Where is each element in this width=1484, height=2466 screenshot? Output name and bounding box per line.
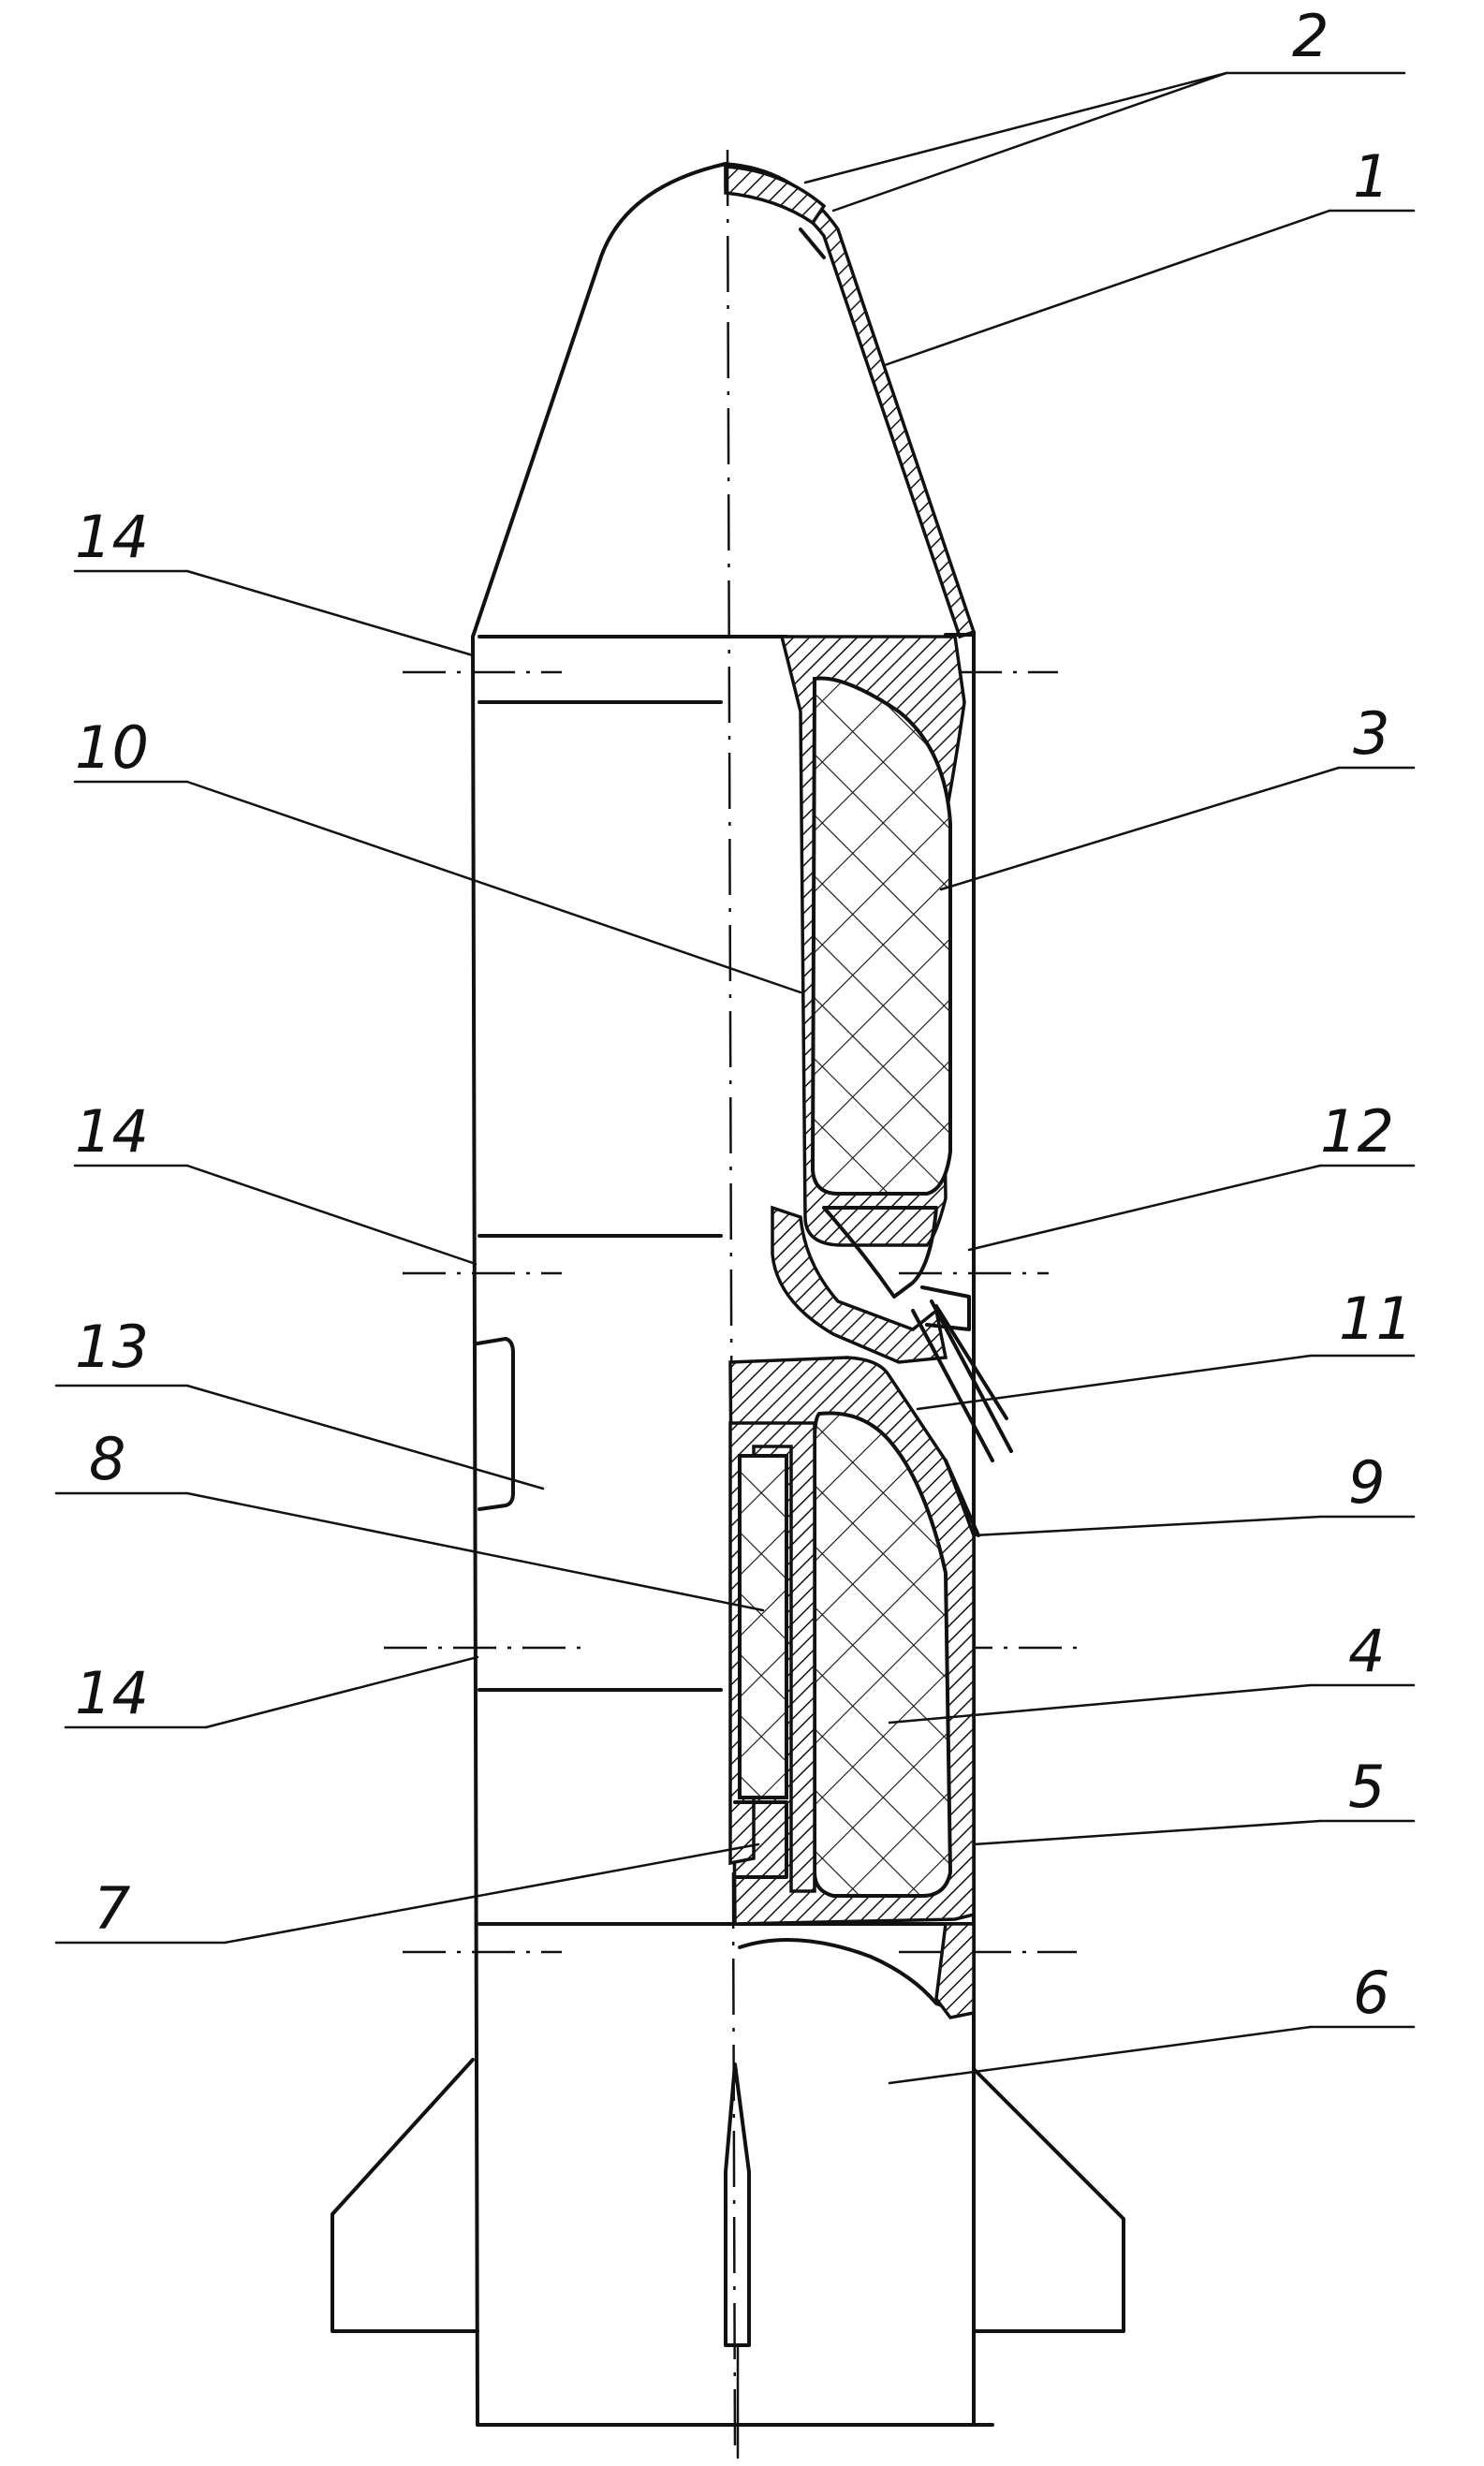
callout-9: 9	[1348, 1448, 1385, 1517]
callout-3: 3	[1353, 699, 1389, 768]
callout-4: 4	[1348, 1617, 1385, 1685]
callout-1: 1	[1353, 142, 1389, 211]
callout-5: 5	[1348, 1753, 1385, 1821]
callout-14-top: 14	[75, 503, 149, 571]
nose-cone	[473, 164, 974, 637]
callout-14-mid: 14	[75, 1097, 149, 1166]
lower-stage	[730, 1358, 978, 1924]
callout-8: 8	[89, 1425, 125, 1493]
callout-6: 6	[1353, 1959, 1389, 2027]
callout-14-low: 14	[75, 1659, 149, 1727]
callout-7: 7	[94, 1874, 130, 1943]
callout-12: 12	[1320, 1097, 1394, 1166]
callout-13: 13	[75, 1313, 149, 1381]
upper-stage	[772, 637, 969, 1362]
tail-section	[332, 1924, 1124, 2458]
callout-10: 10	[75, 713, 149, 782]
callout-2: 2	[1292, 2, 1329, 70]
callout-11: 11	[1339, 1284, 1413, 1353]
